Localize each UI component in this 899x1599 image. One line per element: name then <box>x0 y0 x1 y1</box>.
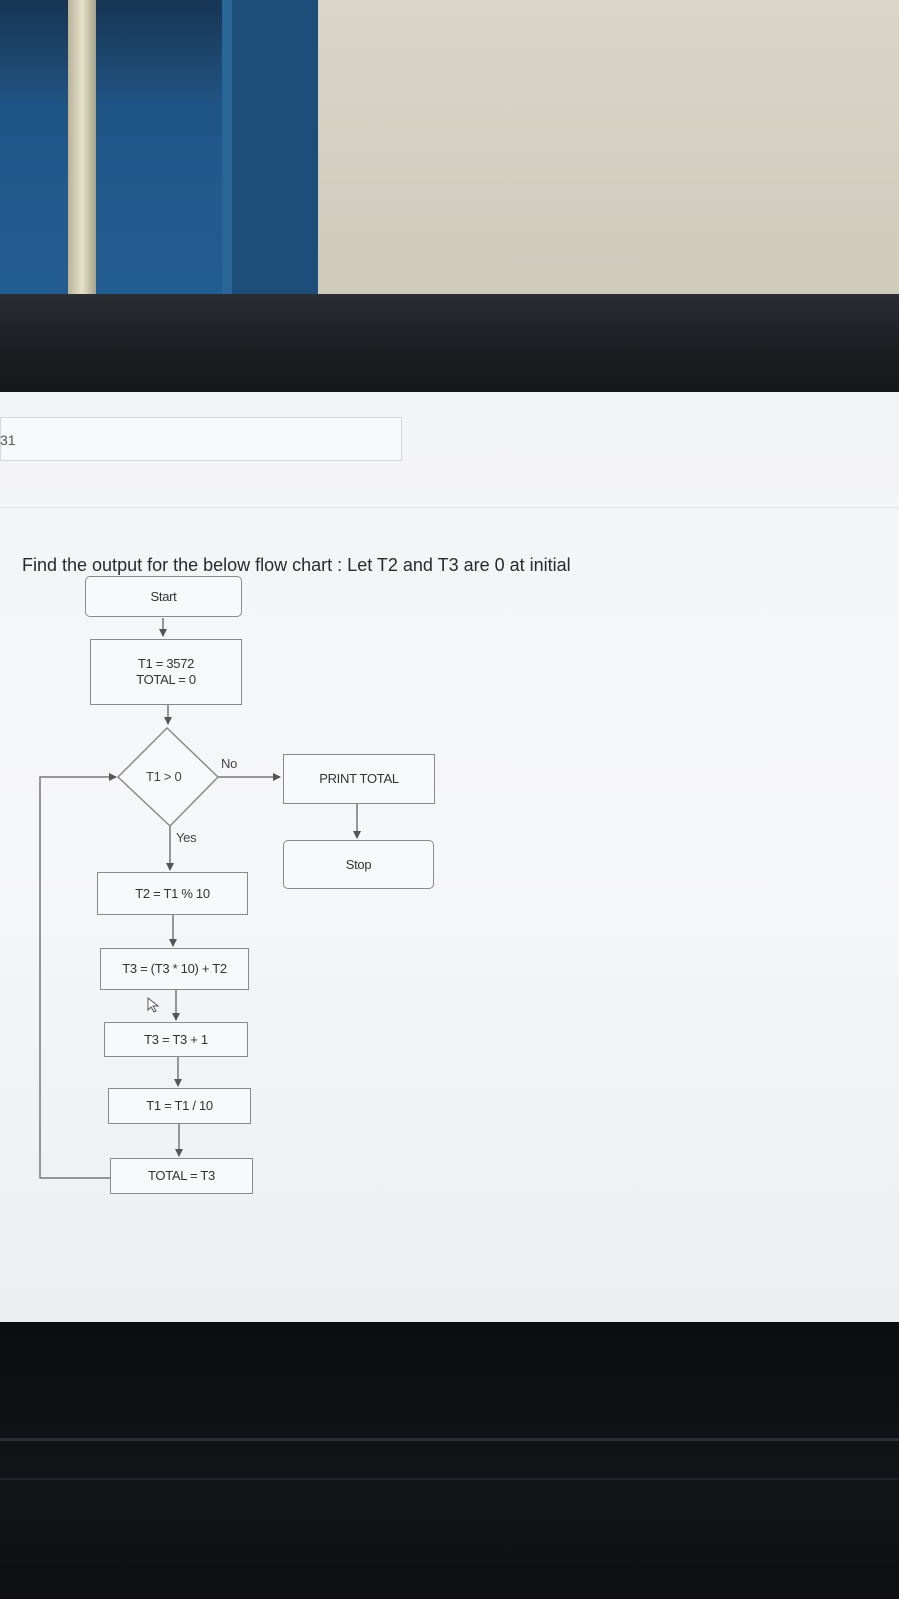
start-label: Start <box>150 588 177 604</box>
step-t2-process: T2 = T1 % 10 <box>97 872 248 915</box>
question-number: 31 <box>0 432 16 448</box>
screen: 31 Find the output for the below flow ch… <box>0 392 899 1324</box>
background-door <box>0 0 318 300</box>
flowchart-connectors <box>39 618 361 1179</box>
stop-label: Stop <box>345 856 372 872</box>
keyboard-edge-2 <box>0 1478 899 1480</box>
init-process: T1 = 3572 TOTAL = 0 <box>90 639 242 705</box>
step-total-label: TOTAL = T3 <box>148 1168 215 1183</box>
print-label: PRINT TOTAL <box>319 771 399 786</box>
step-t3-inc-label: T3 = T3 + 1 <box>144 1031 208 1047</box>
init-line-total: TOTAL = 0 <box>136 672 196 687</box>
init-line-t1: T1 = 3572 <box>137 656 195 671</box>
decision-diamond <box>116 726 220 828</box>
mouse-cursor <box>147 997 160 1013</box>
door-pole <box>68 0 96 296</box>
step-t2-label: T2 = T1 % 10 <box>135 885 210 901</box>
yes-label: Yes <box>176 830 197 845</box>
condition-label: T1 > 0 <box>146 769 182 784</box>
door-edge <box>222 0 232 300</box>
monitor-bezel-top <box>0 294 899 394</box>
section-divider <box>0 507 899 508</box>
arrow-loop-back <box>39 773 117 1179</box>
print-output: PRINT TOTAL <box>283 754 435 804</box>
step-t3-mul-process: T3 = (T3 * 10) + T2 <box>100 948 249 990</box>
door-rail <box>0 102 225 136</box>
step-t1-div-process: T1 = T1 / 10 <box>108 1088 251 1124</box>
step-t3-mul-label: T3 = (T3 * 10) + T2 <box>122 961 227 976</box>
stop-terminal: Stop <box>283 840 434 889</box>
step-t1-div-label: T1 = T1 / 10 <box>146 1098 213 1113</box>
start-terminal: Start <box>85 576 242 617</box>
monitor-bezel-bottom <box>0 1322 899 1599</box>
question-text: Find the output for the below flow chart… <box>22 555 571 575</box>
door-panel <box>0 0 225 296</box>
answer-input[interactable] <box>0 417 402 461</box>
no-label: No <box>221 756 238 771</box>
step-t3-inc-process: T3 = T3 + 1 <box>104 1022 248 1057</box>
keyboard-edge <box>0 1438 899 1441</box>
step-total-process: TOTAL = T3 <box>110 1158 253 1194</box>
